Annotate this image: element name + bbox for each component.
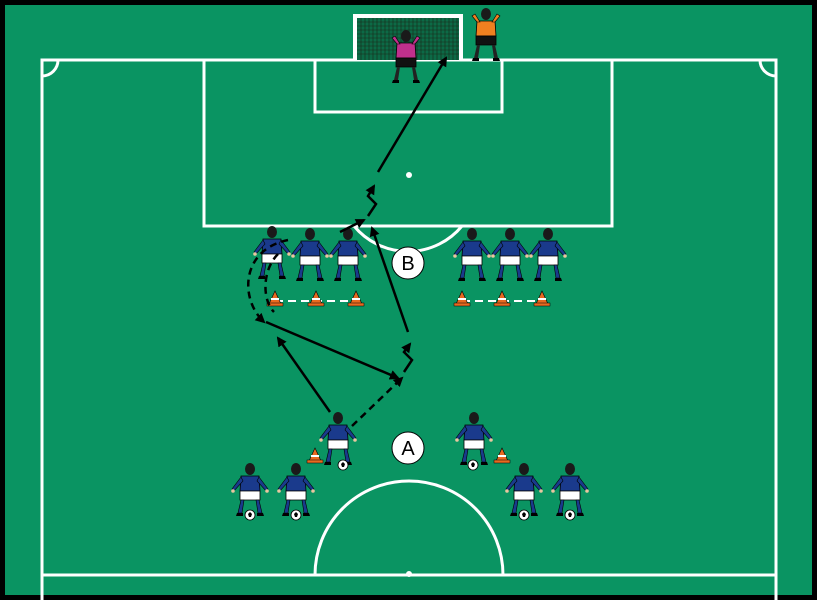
- goalkeeper-pink: [391, 30, 421, 83]
- center-circle: [313, 479, 505, 576]
- center-spot: [406, 571, 412, 577]
- corner-arc-right: [758, 59, 777, 78]
- ball-a-dribbler: [337, 459, 349, 471]
- dribble-arrow-2: [365, 184, 378, 217]
- run-arrow-2: [246, 238, 289, 324]
- station-label-a-text: A: [401, 438, 415, 460]
- run-arrow-3: [264, 253, 279, 313]
- ball-queue-2: [290, 509, 302, 521]
- pass-arrow-4: [339, 218, 366, 234]
- ball-a-right: [467, 459, 479, 471]
- station-label-b-text: B: [401, 253, 414, 275]
- pitch-surface: [5, 5, 812, 595]
- ball-queue-1: [244, 509, 256, 521]
- goal-frame: [353, 14, 463, 60]
- shot-arrow: [376, 56, 448, 173]
- pass-arrow-2: [265, 320, 400, 380]
- station-label-a: A: [391, 431, 425, 465]
- movement-arrows: [246, 56, 448, 427]
- corner-arc-left: [41, 59, 60, 78]
- dribble-arrow-1: [401, 342, 414, 373]
- station-label-b: B: [391, 246, 425, 280]
- ball-queue-4: [564, 509, 576, 521]
- penalty-spot: [406, 172, 412, 178]
- pass-arrow-3: [369, 226, 410, 333]
- pass-arrow-1: [276, 336, 332, 413]
- goalkeeper-orange: [471, 8, 501, 61]
- ball-queue-3: [518, 509, 530, 521]
